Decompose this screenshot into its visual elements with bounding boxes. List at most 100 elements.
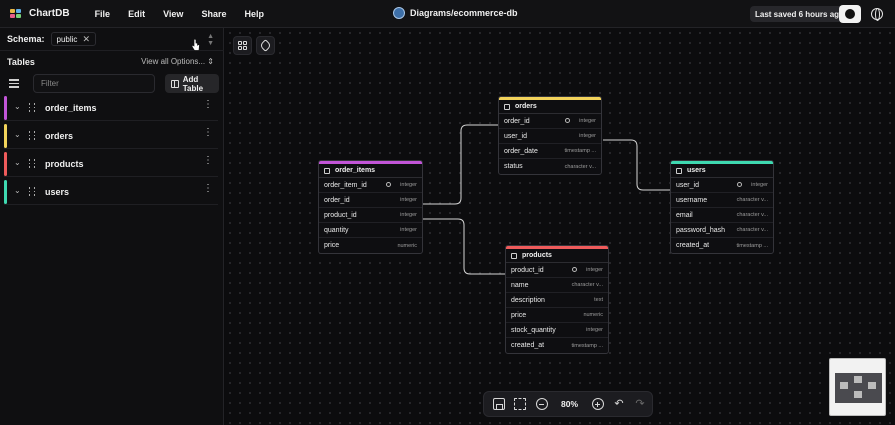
drag-handle-icon[interactable] — [29, 103, 35, 112]
more-vertical-icon[interactable]: ⋮ — [203, 183, 213, 194]
zoom-toolbar: 80% ↶ ↷ — [483, 391, 653, 417]
column-name: order_date — [504, 147, 538, 155]
filter-input[interactable] — [33, 74, 155, 93]
chevron-down-icon[interactable]: ⌄ — [14, 158, 21, 167]
schema-label: Schema: — [7, 34, 45, 44]
fit-view-icon[interactable] — [514, 398, 526, 410]
app-logo[interactable]: ChartDB — [10, 8, 70, 19]
sidebar-table-orders[interactable]: ⌄ orders ⋮ — [4, 123, 218, 149]
column-name: name — [511, 281, 529, 289]
layout-grid-icon — [238, 41, 247, 50]
sidebar-table-order-items[interactable]: ⌄ order_items ⋮ — [4, 95, 218, 121]
add-table-button[interactable]: Add Table — [165, 74, 219, 93]
column-name: created_at — [511, 342, 545, 349]
menu-view[interactable]: View — [163, 8, 184, 19]
drag-handle-icon[interactable] — [29, 187, 35, 196]
view-options-select[interactable]: View all Options... ⇕ — [141, 57, 214, 66]
key-icon — [572, 267, 577, 272]
relationship-toggle-button[interactable] — [256, 36, 275, 55]
redo-icon[interactable]: ↷ — [635, 398, 645, 410]
diagram-title[interactable]: Diagrams/ecommerce-db — [393, 7, 518, 19]
zoom-in-icon[interactable] — [592, 398, 604, 410]
column-name: user_id — [676, 181, 699, 189]
key-icon — [565, 118, 570, 123]
chevron-down-icon[interactable]: ⌄ — [14, 186, 21, 195]
chevron-down-icon[interactable]: ⌄ — [14, 130, 21, 139]
schema-chip[interactable]: public ✕ — [50, 32, 96, 46]
menu-help[interactable]: Help — [244, 8, 264, 19]
sidebar-table-users[interactable]: ⌄ users ⋮ — [4, 179, 218, 205]
drag-handle-icon[interactable] — [29, 131, 35, 140]
chevron-up-down-icon[interactable]: ▲▼ — [207, 33, 214, 47]
minimap[interactable] — [829, 358, 886, 416]
zoom-level[interactable]: 80% — [561, 399, 579, 409]
table-node-header[interactable]: users — [671, 164, 773, 178]
column-name: user_id — [504, 132, 527, 140]
more-vertical-icon[interactable]: ⋮ — [203, 155, 213, 166]
key-icon — [386, 182, 391, 187]
github-button[interactable] — [839, 5, 861, 23]
menu-share[interactable]: Share — [201, 8, 227, 19]
table-name: users — [45, 187, 70, 197]
table-icon — [511, 252, 517, 259]
undo-icon[interactable]: ↶ — [614, 398, 624, 410]
more-vertical-icon[interactable]: ⋮ — [203, 99, 213, 110]
list-collapse-icon[interactable] — [9, 79, 19, 88]
table-node-header[interactable]: orders — [499, 100, 601, 114]
chevron-down-icon[interactable]: ⌄ — [14, 102, 21, 111]
column-name: order_id — [324, 196, 350, 204]
more-vertical-icon[interactable]: ⋮ — [203, 127, 213, 138]
menu-edit[interactable]: Edit — [128, 8, 146, 19]
sidebar-table-products[interactable]: ⌄ products ⋮ — [4, 151, 218, 177]
table-node-header[interactable]: products — [506, 249, 608, 263]
mouse-cursor-icon — [191, 38, 200, 51]
arrange-tables-button[interactable] — [233, 36, 252, 55]
remove-schema-icon[interactable]: ✕ — [82, 33, 90, 44]
column-type: character v... — [736, 197, 768, 203]
column-row[interactable]: user_id integer — [499, 129, 601, 144]
minimap-node — [868, 382, 876, 389]
zoom-out-icon[interactable] — [536, 398, 548, 410]
drag-handle-icon[interactable] — [29, 159, 35, 168]
schema-selector: Schema: public ✕ ▲▼ — [0, 28, 224, 51]
tables-title: Tables — [7, 57, 35, 67]
column-type: character v... — [564, 163, 596, 170]
app-name: ChartDB — [29, 8, 70, 19]
menu-file[interactable]: File — [94, 8, 111, 19]
language-icon[interactable] — [871, 8, 883, 21]
table-icon — [504, 103, 510, 110]
save-icon[interactable] — [493, 398, 505, 410]
table-node-header[interactable]: order_items — [319, 164, 422, 178]
column-name: quantity — [324, 226, 349, 234]
column-type: integer — [579, 133, 596, 139]
column-type: integer — [400, 212, 417, 218]
table-color-indicator — [4, 124, 7, 148]
table-name: products — [45, 159, 84, 169]
column-name: stock_quantity — [511, 326, 556, 334]
column-type: text — [594, 297, 603, 303]
